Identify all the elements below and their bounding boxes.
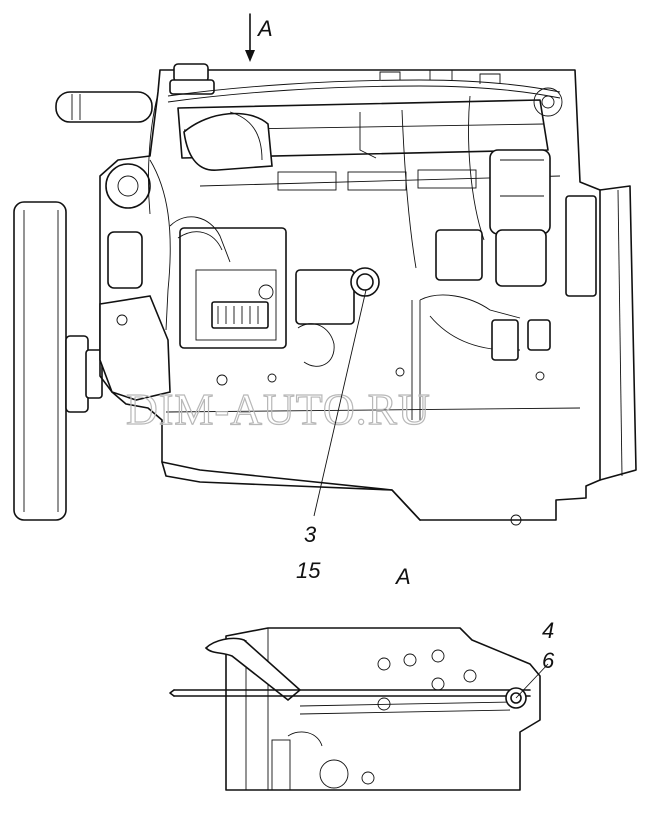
- view-arrow-a: A: [245, 13, 273, 62]
- detail-view-a: [169, 627, 541, 791]
- detail-plate: [225, 627, 541, 791]
- callout-3-15-line2: 15: [296, 558, 321, 583]
- valve-cover: [177, 99, 549, 159]
- callout-3-15: 3 15: [296, 289, 367, 583]
- engine-block-outline: [99, 69, 601, 521]
- watermark-text: DIM-AUTO.RU: [126, 385, 431, 434]
- view-label-top: A: [256, 16, 273, 41]
- engine-side-view: [13, 63, 637, 526]
- front-pulley: [105, 163, 151, 209]
- callout-4-6-line1: 4: [542, 618, 554, 643]
- dipstick-tube: [204, 637, 302, 702]
- callout-4-6-line2: 6: [542, 648, 555, 673]
- callout-4-6: 4 6: [515, 618, 555, 699]
- exhaust-elbow: [183, 112, 273, 171]
- oil-filter-plug: [350, 267, 380, 297]
- view-label-detail: A: [394, 564, 411, 589]
- fuel-filter: [489, 149, 551, 235]
- callout-3-15-line1: 3: [304, 522, 317, 547]
- ecu-connector: [211, 301, 269, 329]
- intake-pipe: [55, 91, 153, 123]
